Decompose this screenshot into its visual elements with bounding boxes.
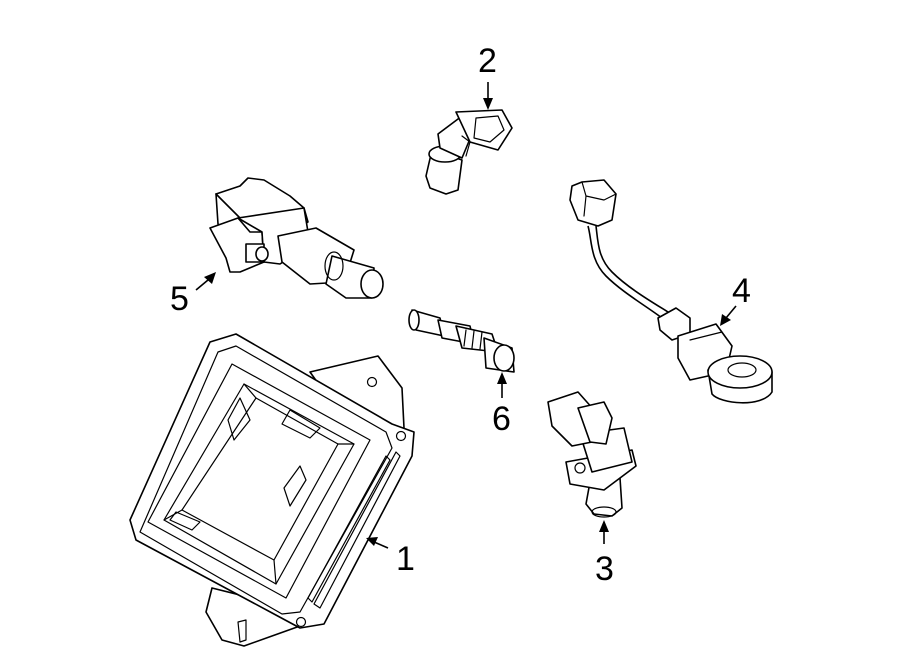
part-4-knock-sensor[interactable]	[569, 179, 773, 404]
callout-label-2: 2	[478, 42, 497, 80]
callout-label-5: 5	[170, 280, 189, 318]
callout-label-1: 1	[396, 540, 415, 578]
callout-label-6: 6	[492, 400, 511, 438]
callout-label-4: 4	[732, 272, 751, 310]
callout-leaders	[195, 82, 737, 549]
part-5-sensor[interactable]	[209, 177, 384, 299]
callout-label-3: 3	[595, 550, 614, 588]
part-6-temperature-sensor[interactable]	[408, 309, 515, 373]
part-1-engine-control-module[interactable]	[129, 333, 415, 647]
part-3-crankshaft-sensor[interactable]	[547, 391, 637, 518]
part-2-camshaft-sensor[interactable]	[425, 109, 513, 195]
